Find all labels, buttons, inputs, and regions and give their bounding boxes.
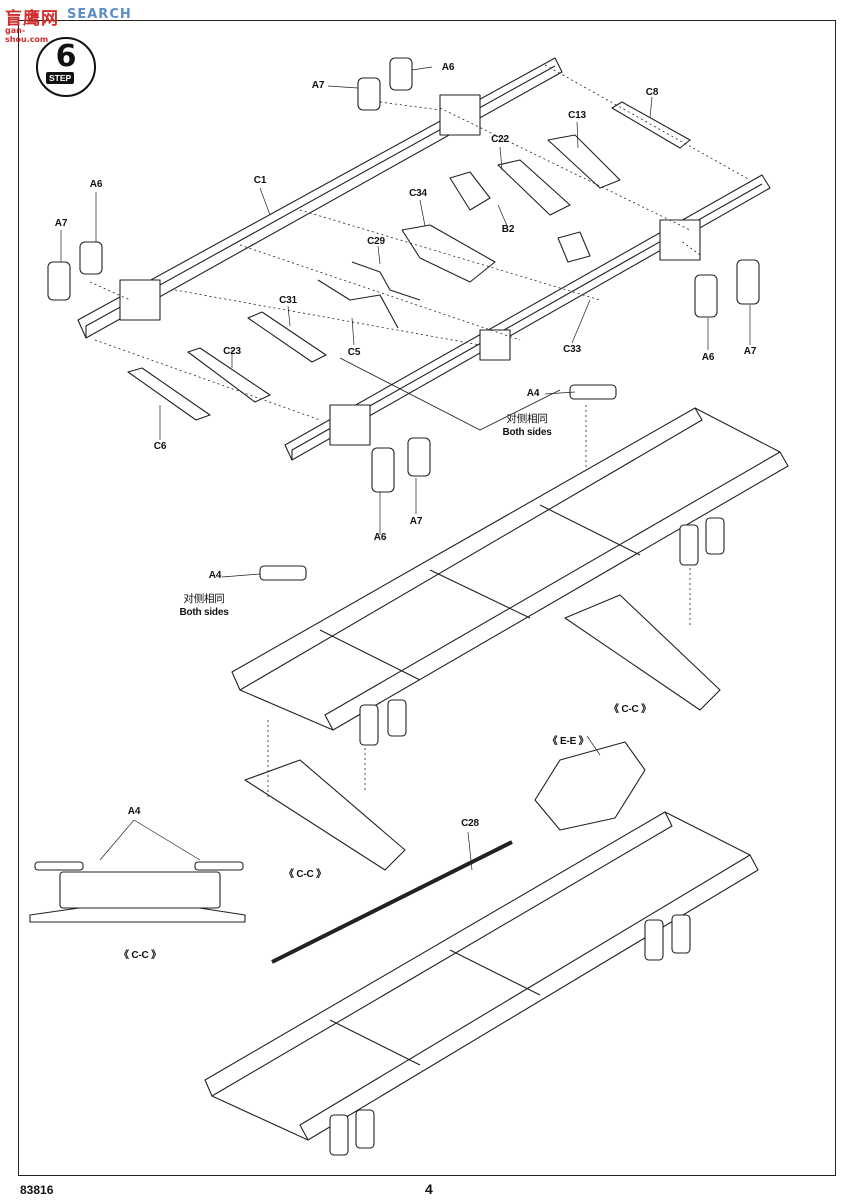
cable-c33 <box>339 357 561 431</box>
part-c31 <box>247 311 327 363</box>
bottom-shocks <box>329 914 691 1156</box>
label-both-sides-cn-right: 对侧相同 <box>506 413 548 425</box>
part-b2-b <box>557 231 591 263</box>
label-c1: C1 <box>253 175 267 186</box>
part-c34 <box>401 224 496 283</box>
label-c34: C34 <box>409 188 427 199</box>
label-c23: C23 <box>223 346 241 357</box>
label-a7-top: A7 <box>311 80 325 91</box>
watermark: 盲鹰网 SEARCH gan-shou.com <box>5 4 131 44</box>
bracket-fl <box>119 279 161 321</box>
detail-cc <box>29 861 246 923</box>
label-c28: C28 <box>461 818 479 829</box>
label-a4-detail: A4 <box>127 806 141 817</box>
label-a7-left: A7 <box>54 218 68 229</box>
part-c29-b <box>351 261 421 301</box>
watermark-url: gan-shou.com <box>5 26 49 44</box>
label-c6: C6 <box>153 441 167 452</box>
step-number: 6 <box>55 39 77 74</box>
label-a4-left: A4 <box>208 570 222 581</box>
part-e-e-transfer-case <box>534 741 646 831</box>
label-a4-right: A4 <box>526 388 540 399</box>
label-both-sides-cn-left: 对侧相同 <box>183 593 225 605</box>
watermark-logo: 盲鹰网 <box>5 9 59 29</box>
label-c33: C33 <box>563 344 581 355</box>
label-c22: C22 <box>491 134 509 145</box>
part-c22 <box>497 159 571 216</box>
part-c29-a <box>317 279 399 329</box>
bottom-frame <box>204 811 759 1141</box>
label-cc-detail: 《 C-C 》 <box>119 950 161 961</box>
step-badge: 6 STEP <box>36 37 96 97</box>
label-a7-right: A7 <box>743 346 757 357</box>
label-cc-left: 《 C-C 》 <box>284 869 326 880</box>
label-a6-right: A6 <box>701 352 715 363</box>
label-a6-left: A6 <box>89 179 103 190</box>
guide-lines <box>89 64 751 421</box>
middle-axles <box>244 594 721 871</box>
part-c8 <box>611 101 691 149</box>
bracket-rr <box>659 219 701 261</box>
label-ee: 《 E-E 》 <box>547 736 589 747</box>
label-c5: C5 <box>347 347 361 358</box>
bracket-rl <box>439 94 481 136</box>
middle-shocks <box>259 384 725 746</box>
part-b2-a <box>449 171 491 211</box>
step-word: STEP <box>46 72 75 84</box>
label-b2: B2 <box>501 224 515 235</box>
middle-frame <box>231 407 789 731</box>
page-border <box>18 20 836 1176</box>
part-c13 <box>547 134 621 189</box>
watermark-text: SEARCH <box>67 7 132 22</box>
label-both-sides-en-right: Both sides <box>502 427 552 438</box>
shocks-top <box>47 57 760 493</box>
label-c31: C31 <box>279 295 297 306</box>
bracket-fr <box>329 404 371 446</box>
label-cc-right: 《 C-C 》 <box>609 704 651 715</box>
middle-guides <box>267 405 691 800</box>
top-frame-rail-right <box>284 174 771 461</box>
leader-lines <box>60 66 751 871</box>
part-c6 <box>127 367 211 421</box>
part-c23 <box>187 347 271 403</box>
product-code: 83816 <box>20 1183 54 1197</box>
page-number: 4 <box>425 1181 433 1197</box>
part-c28-shaft <box>271 840 513 964</box>
label-both-sides-en-left: Both sides <box>179 607 229 618</box>
label-a6-bottom: A6 <box>373 532 387 543</box>
label-c8: C8 <box>645 87 659 98</box>
label-a6-top: A6 <box>441 62 455 73</box>
label-a7-bottom: A7 <box>409 516 423 527</box>
label-c13: C13 <box>568 110 586 121</box>
label-c29: C29 <box>367 236 385 247</box>
bracket-mr <box>479 329 511 361</box>
